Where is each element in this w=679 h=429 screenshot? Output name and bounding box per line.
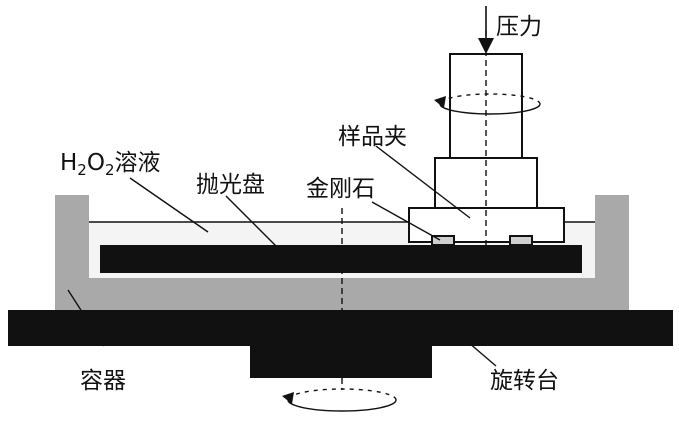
label-h2o2-solution: H2O2溶液 bbox=[60, 150, 161, 179]
leader-polishing-disc bbox=[225, 195, 281, 251]
polishing-disc bbox=[100, 245, 582, 273]
rotating-table bbox=[8, 310, 673, 378]
leader-diamond bbox=[371, 201, 441, 241]
label-pressure: 压力 bbox=[496, 14, 542, 40]
label-container: 容器 bbox=[80, 368, 126, 394]
label-sample-holder: 样品夹 bbox=[338, 124, 407, 150]
leader-h2o2 bbox=[129, 177, 209, 233]
diamond-sample-left bbox=[431, 235, 455, 246]
rotating-table-hub bbox=[250, 346, 432, 378]
leader-rotating-table bbox=[447, 324, 497, 367]
rotating-table-plate bbox=[8, 310, 673, 346]
label-polishing-disc: 抛光盘 bbox=[196, 172, 265, 198]
leader-sample-holder bbox=[375, 145, 471, 219]
label-diamond: 金刚石 bbox=[306, 176, 375, 202]
leader-container bbox=[67, 289, 105, 347]
holder-rotation-arrow-icon bbox=[434, 93, 541, 115]
diamond-sample-right bbox=[509, 235, 533, 246]
label-rotating-table: 旋转台 bbox=[490, 368, 559, 394]
container bbox=[55, 195, 629, 310]
table-rotation-arrow-icon bbox=[282, 388, 397, 412]
